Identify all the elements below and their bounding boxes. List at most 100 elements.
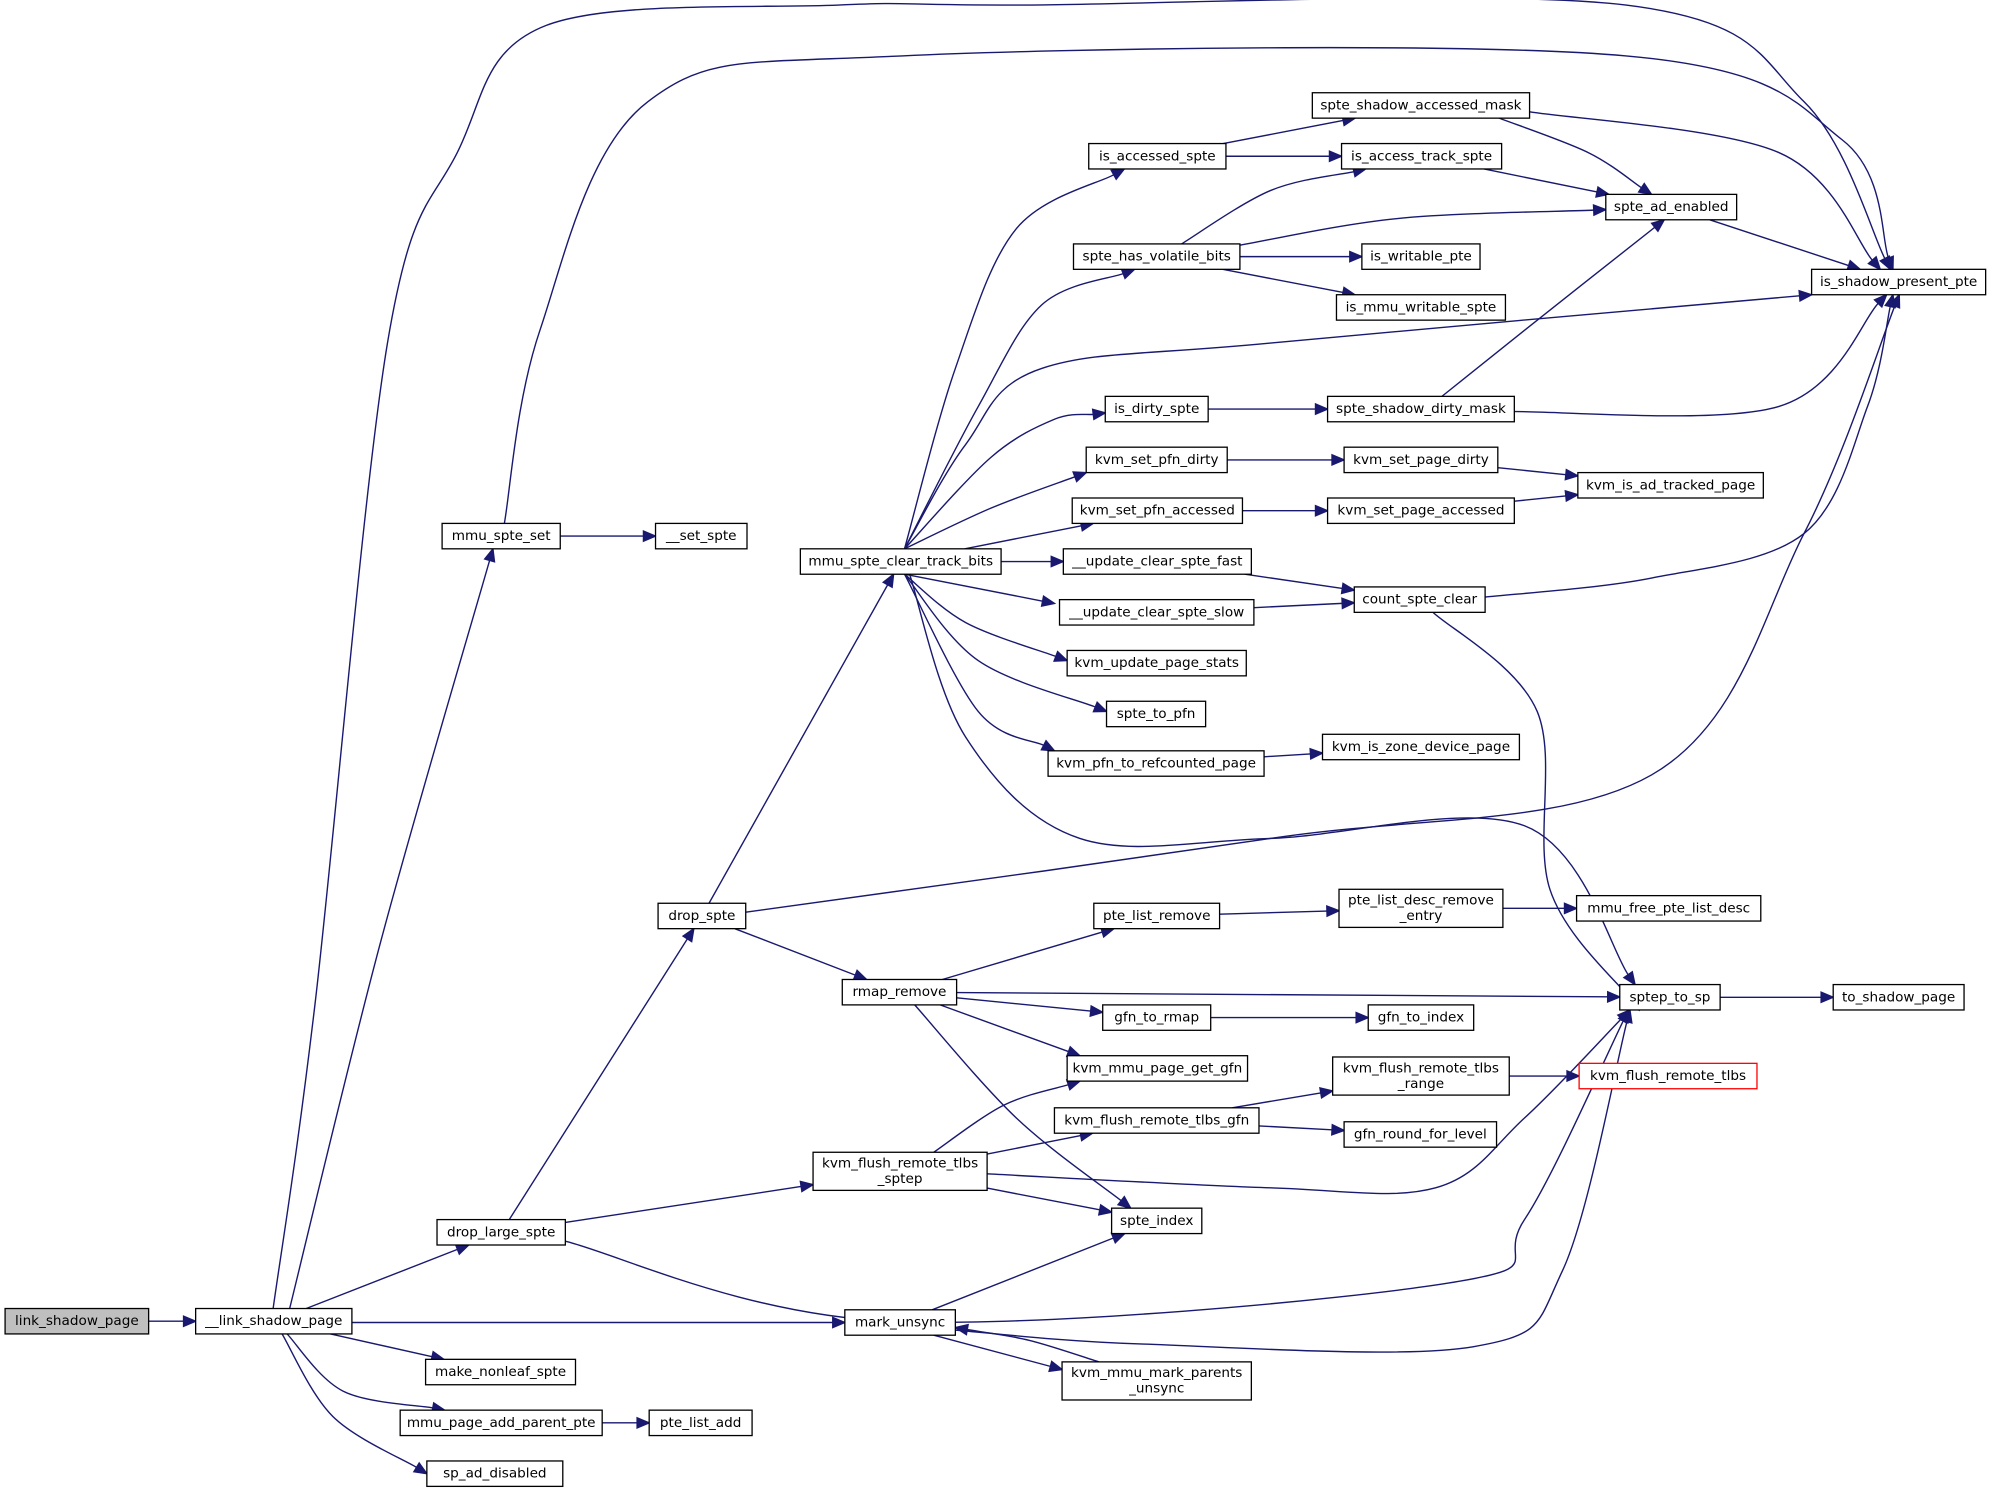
node-__update_clear_spte_slow[interactable]: __update_clear_spte_slow [1058, 598, 1255, 626]
node-kvm_flush_remote_tlbs_gfn[interactable]: kvm_flush_remote_tlbs_gfn [1053, 1107, 1260, 1134]
node-spte_ad_enabled[interactable]: spte_ad_enabled [1605, 193, 1738, 221]
node-pte_list_remove[interactable]: pte_list_remove [1093, 902, 1221, 930]
edge-line [903, 573, 1096, 708]
edge-line [931, 1237, 1114, 1311]
node-is_mmu_writable_spte[interactable]: is_mmu_writable_spte [1335, 294, 1507, 321]
node-kvm_pfn_to_refcounted_page[interactable]: kvm_pfn_to_refcounted_page [1047, 750, 1265, 777]
edge-gfn_to_rmap-to-gfn_to_index [1210, 1011, 1371, 1024]
node-mmu_spte_set[interactable]: mmu_spte_set [441, 522, 561, 550]
node-label: __set_spte [665, 528, 737, 544]
arrowhead-icon [412, 1461, 429, 1475]
arrowhead-icon [1116, 1195, 1133, 1210]
node-kvm_flush_remote_tlbs_sptep[interactable]: kvm_flush_remote_tlbs_sptep [812, 1151, 988, 1192]
arrowhead-icon [1065, 1045, 1082, 1058]
node-box [1575, 894, 1762, 922]
node-box [1102, 1004, 1212, 1031]
node-box [436, 1218, 566, 1246]
node-kvm_is_zone_device_page[interactable]: kvm_is_zone_device_page [1321, 733, 1521, 761]
node-kvm_set_pfn_dirty[interactable]: kvm_set_pfn_dirty [1085, 446, 1228, 474]
node-label: kvm_update_page_stats [1074, 655, 1239, 671]
arrowhead-icon [1314, 504, 1330, 517]
edge-line [986, 1134, 1081, 1155]
arrowhead-icon [1650, 218, 1666, 233]
edge-line [1181, 170, 1355, 245]
node-kvm_flush_remote_tlbs_range[interactable]: kvm_flush_remote_tlbs_range [1332, 1056, 1510, 1096]
node-label: is_dirty_spte [1114, 401, 1199, 417]
node-label: is_writable_pte [1370, 249, 1472, 265]
node-kvm_is_ad_tracked_page[interactable]: kvm_is_ad_tracked_page [1577, 471, 1764, 499]
node-label: __link_shadow_page [204, 1313, 342, 1329]
node-__set_spte[interactable]: __set_spte [654, 522, 748, 550]
edge-mmu_page_add_parent_pte-to-pte_list_add [602, 1416, 651, 1429]
node-spte_to_pfn[interactable]: spte_to_pfn [1105, 700, 1207, 728]
node-count_spte_clear[interactable]: count_spte_clear [1353, 586, 1486, 613]
edge-pte_list_desc_remove_entry-to-mmu_free_pte_list_desc [1502, 902, 1579, 915]
edge-line [286, 1333, 433, 1409]
node-label: kvm_is_ad_tracked_page [1586, 477, 1755, 493]
node-pte_list_desc_remove_entry[interactable]: pte_list_desc_remove_entry [1338, 888, 1504, 929]
node-kvm_mmu_page_get_gfn[interactable]: kvm_mmu_page_get_gfn [1066, 1055, 1249, 1082]
edge-mmu_spte_clear_track_bits-to-__update_clear_spte_slow [904, 573, 1057, 608]
node-mmu_free_pte_list_desc[interactable]: mmu_free_pte_list_desc [1575, 894, 1762, 922]
arrowhead-icon [1622, 970, 1637, 987]
edge-__link_shadow_page-to-drop_large_spte [306, 1243, 471, 1310]
node-sptep_to_sp[interactable]: sptep_to_sp [1619, 983, 1721, 1011]
node-pte_list_add[interactable]: pte_list_add [648, 1409, 753, 1437]
node-box [1093, 902, 1221, 930]
edge-mmu_spte_set-to-is_shadow_present_pte [503, 46, 1894, 524]
node-kvm_set_pfn_accessed[interactable]: kvm_set_pfn_accessed [1071, 497, 1244, 525]
edge-rmap_remove-to-sptep_to_sp [956, 990, 1622, 1003]
node-sp_ad_disabled[interactable]: sp_ad_disabled [426, 1460, 564, 1488]
node-kvm_set_page_accessed[interactable]: kvm_set_page_accessed [1326, 497, 1515, 525]
node-is_access_track_spte[interactable]: is_access_track_spte [1340, 142, 1503, 170]
node-drop_spte[interactable]: drop_spte [657, 902, 747, 930]
node-box [1361, 243, 1481, 270]
node-kvm_flush_remote_tlbs[interactable]: kvm_flush_remote_tlbs [1578, 1062, 1758, 1090]
node-box [654, 522, 748, 550]
edge-line [1222, 268, 1344, 294]
node-is_dirty_spte[interactable]: is_dirty_spte [1104, 395, 1209, 423]
node-is_accessed_spte[interactable]: is_accessed_spte [1088, 142, 1227, 170]
node-box [1105, 700, 1207, 728]
node-to_shadow_page[interactable]: to_shadow_page [1832, 983, 1965, 1011]
node-mmu_page_add_parent_pte[interactable]: mmu_page_add_parent_pte [399, 1409, 603, 1437]
node-rmap_remove[interactable]: rmap_remove [841, 978, 958, 1006]
node-kvm_set_page_dirty[interactable]: kvm_set_page_dirty [1343, 446, 1499, 474]
arrowhead-icon [483, 547, 496, 563]
node-spte_shadow_dirty_mask[interactable]: spte_shadow_dirty_mask [1326, 395, 1515, 423]
edge-spte_has_volatile_bits-to-is_mmu_writable_spte [1222, 268, 1357, 299]
node-make_nonleaf_spte[interactable]: make_nonleaf_spte [424, 1358, 577, 1386]
edge-kvm_set_page_dirty-to-kvm_is_ad_tracked_page [1497, 467, 1580, 481]
node-drop_large_spte[interactable]: drop_large_spte [436, 1218, 566, 1246]
node-box [1367, 1004, 1475, 1031]
node-box [1810, 268, 1987, 296]
node-gfn_to_index[interactable]: gfn_to_index [1367, 1004, 1475, 1031]
arrowhead-icon [1331, 1123, 1346, 1136]
node-__link_shadow_page[interactable]: __link_shadow_page [194, 1307, 353, 1335]
node-label: pte_list_remove [1103, 908, 1211, 924]
node-gfn_round_for_level[interactable]: gfn_round_for_level [1343, 1121, 1498, 1148]
edge-kvm_flush_remote_tlbs_sptep-to-sptep_to_sp [987, 1008, 1632, 1195]
edge-rmap_remove-to-spte_index [914, 1004, 1133, 1210]
node-__update_clear_spte_fast[interactable]: __update_clear_spte_fast [1062, 548, 1253, 575]
edge-drop_large_spte-to-kvm_flush_remote_tlbs_sptep [565, 1180, 815, 1224]
node-label: drop_large_spte [447, 1224, 555, 1240]
edge-kvm_mmu_mark_parents_unsync-to-mark_unsync [953, 1323, 1100, 1363]
edge-line [903, 295, 1800, 550]
node-label: drop_spte [668, 908, 735, 924]
node-kvm_update_page_stats[interactable]: kvm_update_page_stats [1066, 649, 1247, 677]
edges-layer [148, 0, 1901, 1475]
arrowhead-icon [636, 1416, 651, 1429]
node-mmu_spte_clear_track_bits[interactable]: mmu_spte_clear_track_bits [799, 548, 1002, 575]
node-mark_unsync[interactable]: mark_unsync [844, 1309, 956, 1336]
node-gfn_to_rmap[interactable]: gfn_to_rmap [1102, 1004, 1212, 1031]
node-is_writable_pte[interactable]: is_writable_pte [1361, 243, 1481, 270]
node-spte_has_volatile_bits[interactable]: spte_has_volatile_bits [1072, 243, 1241, 270]
node-label: mmu_spte_clear_track_bits [808, 554, 993, 570]
node-is_shadow_present_pte[interactable]: is_shadow_present_pte [1810, 268, 1987, 296]
edge-spte_shadow_accessed_mask-to-is_shadow_present_pte [1529, 111, 1882, 271]
node-spte_shadow_accessed_mask[interactable]: spte_shadow_accessed_mask [1311, 92, 1531, 119]
node-link_shadow_page[interactable]: link_shadow_page [4, 1307, 150, 1335]
node-kvm_mmu_mark_parents_unsync[interactable]: kvm_mmu_mark_parents_unsync [1061, 1361, 1253, 1401]
node-spte_index[interactable]: spte_index [1110, 1207, 1203, 1235]
